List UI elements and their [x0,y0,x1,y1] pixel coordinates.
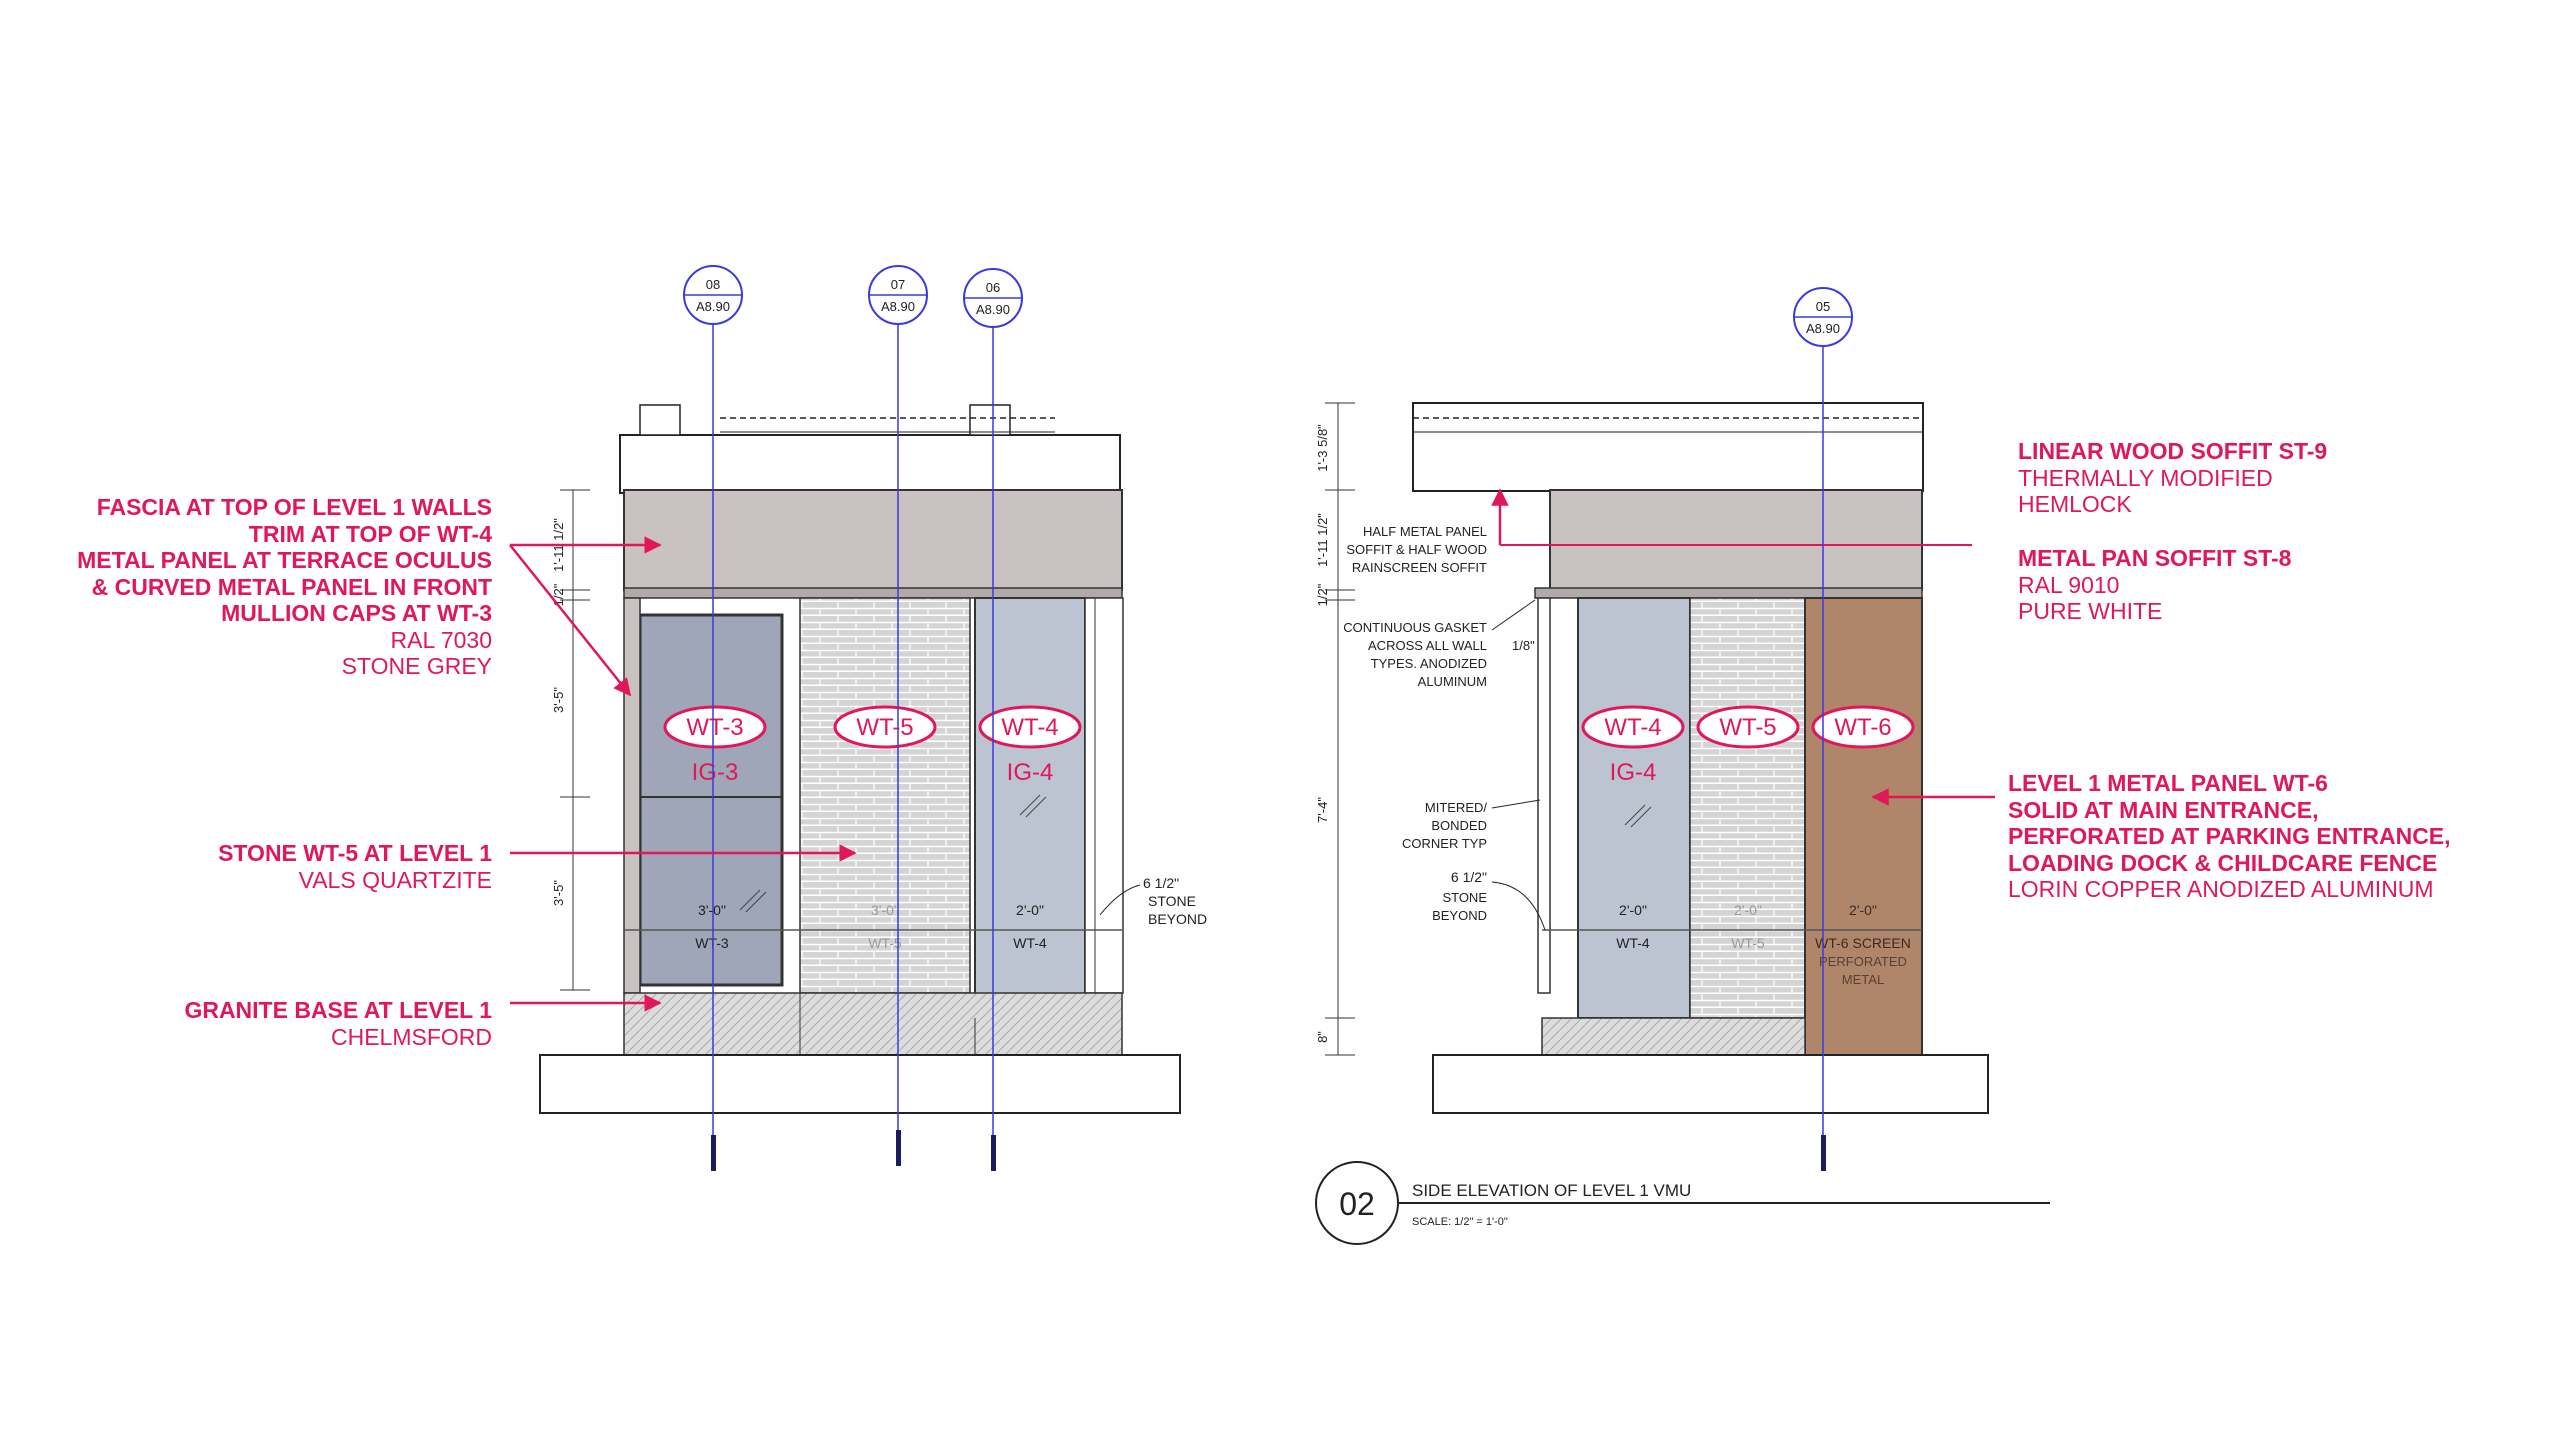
left-wt-label-3: WT-4 [1013,935,1047,951]
right-tag-wt5: WT-5 [1696,705,1800,749]
left-tag-wt4: WT-4 [978,705,1082,749]
callout-fascia: FASCIA AT TOP OF LEVEL 1 WALLS TRIM AT T… [77,494,492,679]
svg-text:WT-3: WT-3 [686,714,743,741]
right-dim-2: 1'-11 1/2" [1315,513,1330,567]
left-width-3: 2'-0" [1016,902,1044,918]
right-width-2: 2'-0" [1734,902,1762,918]
left-stone-note-2: STONE [1148,893,1196,909]
title-text: SIDE ELEVATION OF LEVEL 1 VMU [1412,1181,1691,1200]
left-tag-wt5: WT-5 [833,705,937,749]
callout-metal-panel: LEVEL 1 METAL PANEL WT-6 SOLID AT MAIN E… [2008,770,2451,902]
right-mitered-note-1: MITERED/ [1425,800,1488,815]
svg-text:08: 08 [706,277,720,292]
title-scale: SCALE: 1/2" = 1'-0" [1412,1216,1508,1228]
left-wt3-glass [638,613,784,987]
right-wt6-copper [1804,597,1923,1056]
right-tag-wt6: WT-6 [1811,705,1915,749]
svg-text:07: 07 [891,277,905,292]
right-dim-3: 1/2" [1315,583,1330,606]
right-gasket-note-4: ALUMINUM [1418,674,1487,689]
svg-text:A8.90: A8.90 [976,302,1010,317]
left-width-2: 3'-0" [871,902,899,918]
right-mitered-note-2: BONDED [1431,818,1487,833]
svg-text:WT-4: WT-4 [1604,714,1661,741]
callout-pan-soffit: METAL PAN SOFFIT ST-8 RAL 9010 PURE WHIT… [2018,545,2292,624]
right-fascia [1549,489,1923,591]
svg-text:A8.90: A8.90 [1806,321,1840,336]
right-stone-note-2: STONE [1442,890,1487,905]
left-width-1: 3'-0" [698,902,726,918]
right-dim-1: 1'-3 5/8" [1315,424,1330,472]
svg-text:WT-5: WT-5 [1719,714,1776,741]
callout-wood-soffit: LINEAR WOOD SOFFIT ST-9 THERMALLY MODIFI… [2018,438,2328,517]
right-gasket-note-2: ACROSS ALL WALL [1368,638,1487,653]
left-section-tag-06: 06 A8.90 [963,268,1023,1140]
left-section-tag-07: 07 A8.90 [868,265,928,1140]
right-gasket-note-1: CONTINUOUS GASKET [1343,620,1487,635]
callout-granite: GRANITE BASE AT LEVEL 1 CHELMSFORD [184,997,492,1050]
left-elevation: 1'-11 1/2" 1/2" 3'-5" 3'-5" WT-3 IG-3 WT… [509,265,1207,1171]
right-tag-wt4: WT-4 [1581,705,1685,749]
left-stone-note-1: 6 1/2" [1143,875,1179,891]
left-wt4-panel [974,597,1086,1019]
title-number: 02 [1339,1186,1375,1222]
right-width-3: 2'-0" [1849,902,1877,918]
left-ig4-label: IG-4 [1007,759,1054,786]
svg-text:A8.90: A8.90 [881,299,915,314]
right-wt5-stone [1689,597,1806,1019]
left-wt-label-1: WT-3 [695,935,729,951]
left-fascia [623,489,1123,591]
right-stone-note-3: BEYOND [1432,908,1487,923]
right-wt4-panel [1577,597,1691,1019]
right-mitered-note-3: CORNER TYP [1402,836,1487,851]
svg-text:05: 05 [1816,299,1830,314]
right-perforated-1: PERFORATED [1819,954,1907,969]
right-soffit-note-1: HALF METAL PANEL [1363,524,1487,539]
right-soffit-note-2: SOFFIT & HALF WOOD [1346,542,1487,557]
svg-text:06: 06 [986,280,1000,295]
left-parapet [619,434,1121,494]
left-ig3-label: IG-3 [692,759,739,786]
right-wt-label-1: WT-4 [1616,935,1650,951]
right-ig4-label: IG-4 [1610,759,1657,786]
left-stone-note-3: BEYOND [1148,911,1207,927]
title-block: 02 SIDE ELEVATION OF LEVEL 1 VMU SCALE: … [1315,1161,2050,1245]
left-section-tag-08: 08 A8.90 [683,265,743,1140]
right-granite-base [1541,1017,1806,1056]
left-wt-label-2: WT-5 [868,935,902,951]
left-dim-2: 1/2" [551,583,566,606]
right-width-1: 2'-0" [1619,902,1647,918]
left-granite-base [623,992,1123,1056]
svg-text:WT-4: WT-4 [1001,714,1058,741]
right-dim-5: 8" [1315,1031,1330,1043]
right-parapet [1412,402,1924,492]
left-dim-3: 3'-5" [551,687,566,713]
right-dim-4: 7'-4" [1315,797,1330,823]
right-perforated-2: METAL [1842,972,1884,987]
right-elevation: 1'-3 5/8" 1'-11 1/2" 1/2" 7'-4" 8" HALF … [1315,287,1995,1171]
svg-text:WT-6: WT-6 [1834,714,1891,741]
right-wt-label-2: WT-5 [1731,935,1765,951]
callout-stone: STONE WT-5 AT LEVEL 1 VALS QUARTZITE [218,840,492,893]
svg-text:A8.90: A8.90 [696,299,730,314]
right-stone-note-1: 6 1/2" [1451,869,1487,885]
right-gasket-dim: 1/8" [1512,638,1535,653]
right-soffit-note-3: RAINSCREEN SOFFIT [1352,560,1487,575]
svg-text:WT-5: WT-5 [856,714,913,741]
left-wt5-stone [799,597,971,994]
left-dim-4: 3'-5" [551,880,566,906]
left-tag-wt3: WT-3 [663,705,767,749]
right-section-tag-05: 05 A8.90 [1793,287,1853,1140]
right-gasket-note-3: TYPES. ANODIZED [1371,656,1487,671]
right-wt-label-3: WT-6 SCREEN [1815,935,1911,951]
